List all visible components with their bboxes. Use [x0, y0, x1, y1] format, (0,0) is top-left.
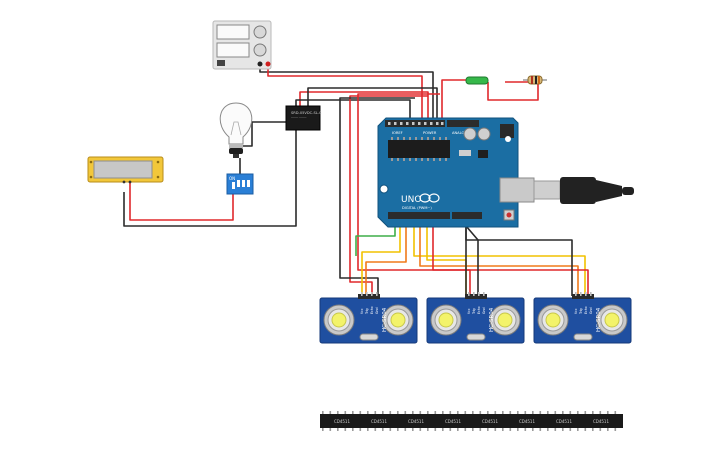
analog-header	[447, 120, 479, 127]
sensor-model-label: HC-SR04	[382, 307, 388, 332]
ic-chip-label: CD4511	[408, 419, 425, 424]
wire-green	[355, 226, 396, 256]
ic-chip-label: CD4511	[334, 419, 351, 424]
wire-lcd-red	[129, 182, 234, 221]
relay[interactable]: SRD-05VDC-SL-C ──── ────	[285, 105, 322, 131]
sensor-pin-label: Vcc	[360, 308, 364, 314]
lcd-display[interactable]	[87, 156, 164, 184]
digital-header	[388, 212, 450, 219]
resistor[interactable]	[523, 75, 547, 85]
wire-left-red-1	[349, 95, 428, 296]
arduino-uno-board[interactable]: IOREF POWER ANALOG IN UNO	[377, 117, 535, 228]
power-label: POWER	[423, 131, 437, 135]
ioref-label: IOREF	[392, 131, 403, 135]
sensor-pin-label: Vcc	[467, 308, 471, 314]
wire-orange-2	[419, 214, 579, 296]
power-supply[interactable]	[212, 20, 272, 70]
wire-orange-1	[365, 214, 407, 296]
arduino-logo: UNO	[401, 193, 440, 205]
usb-cable[interactable]	[533, 177, 634, 204]
sensor-pin-label: Gnd	[375, 307, 379, 314]
ic-chip-label: CD4511	[445, 419, 462, 424]
wire-relay-black-down	[123, 130, 297, 227]
dip-switch-label: ON	[229, 176, 235, 181]
relay-label: SRD-05VDC-SL-C	[291, 111, 322, 115]
wire-yellow-1	[361, 214, 401, 296]
wire-led-red	[441, 79, 466, 118]
psu-positive-terminal[interactable]	[265, 61, 271, 67]
sensor-pin-label: Vcc	[574, 308, 578, 314]
wire-left-black-1	[339, 97, 415, 296]
power-jack	[500, 124, 514, 138]
sensor-model-label: HC-SR04	[489, 307, 495, 332]
svg-text:──── ────: ──── ────	[290, 116, 307, 120]
sensor-pin-label: Echo	[477, 306, 481, 314]
wire-black-gnd-3	[465, 225, 479, 296]
sensor-model-label: HC-SR04	[596, 307, 602, 332]
wire-psu-red	[267, 64, 423, 118]
wire-left-red-2	[357, 93, 471, 296]
ic-chip-label: CD4511	[556, 419, 573, 424]
power-header	[385, 120, 445, 127]
wire-black-gnd-1	[465, 226, 573, 296]
atmega-chip	[388, 140, 450, 158]
dip-switch[interactable]: ON	[226, 173, 254, 195]
sensor-pin-label: Echo	[584, 306, 588, 314]
sensor-pin-label: Trig	[365, 308, 369, 315]
ic-chip-label: CD4511	[593, 419, 610, 424]
analog-label: ANALOG IN	[452, 131, 472, 135]
cd4511-chip-strip: CD4511 CD4511 CD4511 CD4511 CD4511 CD4511 CD45…	[320, 411, 623, 431]
ic-chip-label: CD4511	[482, 419, 499, 424]
wire-red-3	[432, 214, 589, 296]
usb-port	[499, 177, 535, 203]
sensor-pin-label: Trig	[472, 308, 476, 315]
wire-relay-bulb	[242, 121, 288, 147]
ic-chip-label: CD4511	[371, 419, 388, 424]
sensor-pin-label: Trig	[579, 308, 583, 315]
wire-relay-3	[295, 99, 411, 118]
sensor-pin-label: Gnd	[589, 307, 593, 314]
wire-resistor-red-down	[487, 82, 539, 101]
green-led[interactable]	[465, 76, 489, 85]
ic-strip-body	[320, 414, 623, 428]
ic-chip-label: CD4511	[519, 419, 536, 424]
wire-yellow-2	[413, 214, 586, 296]
light-bulb[interactable]	[219, 102, 253, 158]
psu-negative-terminal[interactable]	[257, 61, 263, 67]
digital-label: DIGITAL (PWM~)	[402, 206, 432, 210]
sensor-pin-label: Gnd	[482, 307, 486, 314]
wire-relay-2	[307, 87, 438, 118]
uno-logo-text: UNO	[401, 195, 421, 205]
sensor-pin-label: Echo	[370, 306, 374, 314]
